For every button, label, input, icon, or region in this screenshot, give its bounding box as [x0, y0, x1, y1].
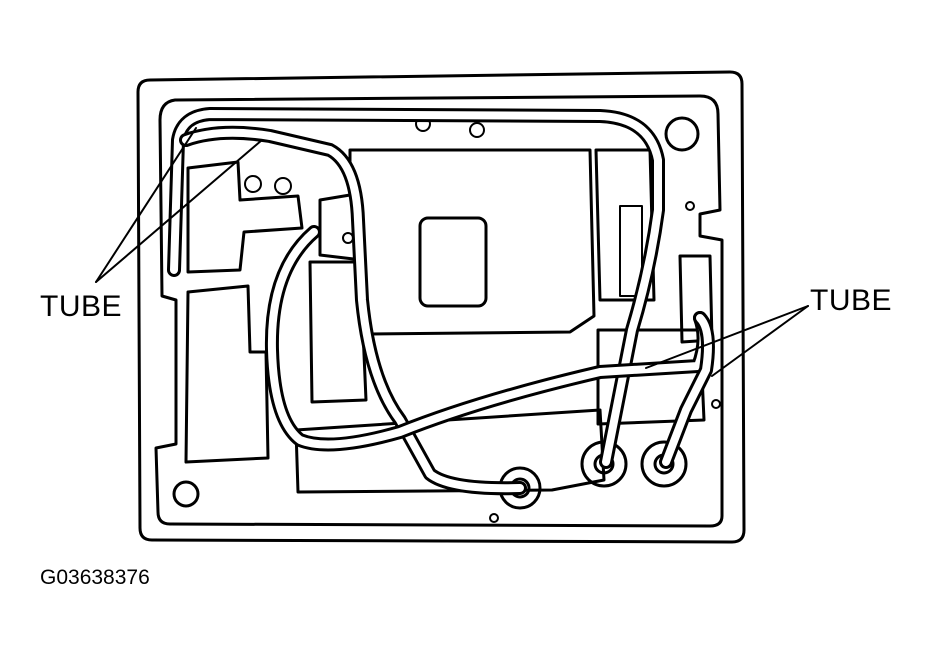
bolt-hole-small4: [711, 399, 721, 409]
tube-left-assembly: [167, 107, 665, 496]
mid-cavity: [308, 260, 368, 404]
bolt-hole-small3: [489, 513, 499, 523]
outer-housing: [136, 70, 746, 544]
left-cavity-lower: [184, 284, 270, 464]
bolt-hole-top-mid2: [469, 122, 485, 138]
right-cavity: [594, 148, 656, 302]
port-right-b: [640, 440, 688, 488]
bolt-hole-bottom-left: [172, 480, 200, 508]
lower-cavity: [294, 408, 606, 494]
tube-label-left: TUBE: [40, 290, 123, 323]
bolt-hole-small: [342, 232, 354, 244]
bolt-hole-left2: [274, 177, 292, 195]
right-lower-cavity: [596, 328, 706, 426]
tube-label-right: TUBE: [810, 284, 893, 317]
bolt-hole-left: [244, 175, 262, 193]
leader-lines-right: [645, 305, 809, 377]
inner-gasket: [154, 94, 724, 528]
leader-lines-left: [95, 127, 263, 283]
figure-id: G03638376: [40, 566, 150, 589]
left-cavity-upper: [186, 160, 304, 274]
center-window: [418, 216, 488, 308]
bolt-hole-small2: [685, 201, 695, 211]
bolt-hole-top-right: [664, 116, 700, 152]
